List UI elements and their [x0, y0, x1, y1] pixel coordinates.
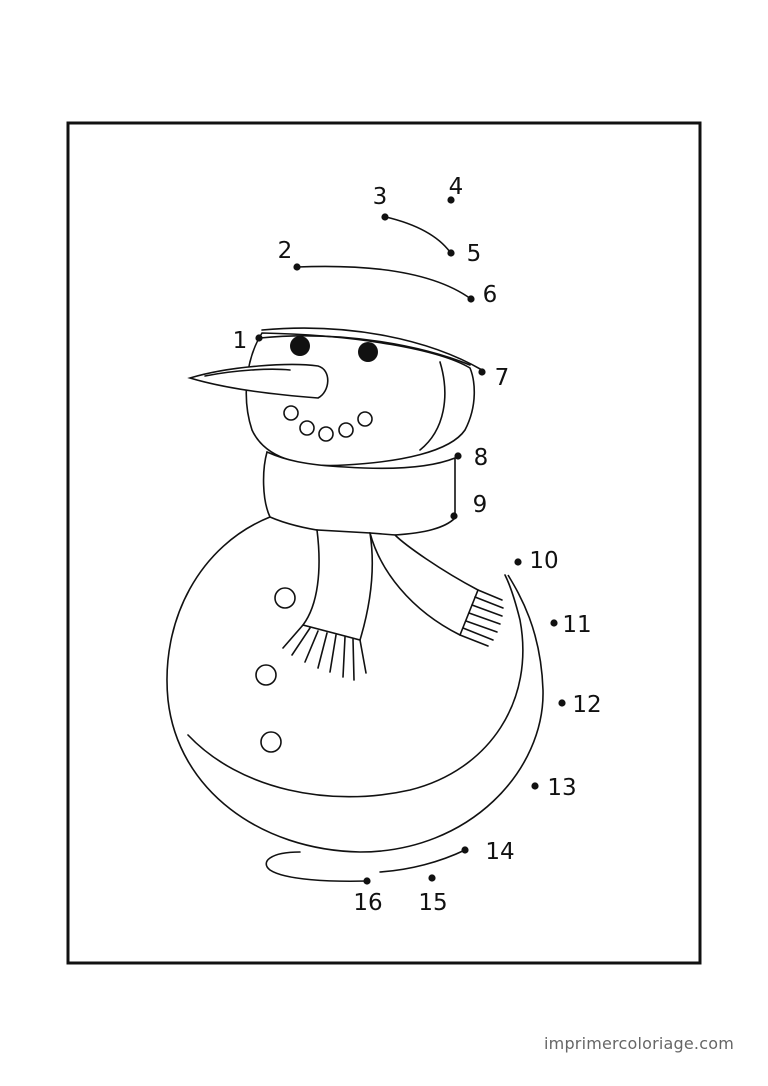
dot-marker: [454, 452, 462, 460]
dot-number-label: 1: [233, 328, 248, 354]
dot-number-label: 3: [373, 184, 388, 210]
hat-rim-line: [259, 335, 471, 366]
dot-5: 5: [447, 241, 481, 267]
dot-marker: [381, 213, 389, 221]
dot-number-label: 15: [418, 890, 447, 916]
base-curve: [379, 849, 466, 873]
dot-number-label: 2: [278, 238, 293, 264]
dot-12: 12: [558, 692, 602, 718]
dot-16: 16: [353, 877, 383, 916]
dot-number-label: 10: [529, 548, 558, 574]
scarf-wrap: [262, 450, 456, 537]
dot-number-label: 13: [547, 775, 576, 801]
dot-marker: [447, 249, 455, 257]
smile-bead-4: [338, 422, 354, 438]
dot-marker: [293, 263, 301, 271]
page-frame: [66, 121, 702, 965]
dot-marker: [514, 558, 522, 566]
dot-marker: [467, 295, 475, 303]
head-crescent: [419, 361, 446, 451]
dot-10: 10: [514, 548, 559, 574]
hat-top-line: [385, 216, 451, 253]
dot-number-label: 16: [353, 890, 382, 916]
smile-bead-2: [299, 420, 315, 436]
smile-bead-3: [318, 426, 334, 442]
body-button-top: [274, 587, 296, 609]
dot-marker: [558, 699, 566, 707]
site-watermark: imprimercoloriage.com: [544, 1034, 734, 1053]
dot-marker: [531, 782, 539, 790]
right-eye: [358, 342, 378, 362]
hat-brim-line: [296, 265, 472, 300]
dot-number-label: 11: [562, 612, 591, 638]
body-button-bottom: [260, 731, 282, 753]
dot-number-label: 7: [495, 365, 510, 391]
dot-number-label: 12: [572, 692, 601, 718]
hat-rim-line-2: [261, 327, 483, 371]
dot-number-label: 14: [485, 839, 514, 865]
dot-3: 3: [373, 184, 389, 221]
base-shadow: [265, 851, 369, 883]
smile-bead-5: [357, 411, 373, 427]
body-button-middle: [255, 664, 277, 686]
snowman-drawing: [166, 216, 544, 883]
dot-6: 6: [467, 282, 497, 308]
dot-15: 15: [418, 874, 448, 916]
dot-marker: [363, 877, 371, 885]
dot-number-label: 8: [474, 445, 489, 471]
dot-marker: [450, 512, 458, 520]
smile-bead-1: [283, 405, 299, 421]
left-eye: [290, 336, 310, 356]
dot-4: 4: [447, 174, 463, 204]
dot-14: 14: [461, 839, 515, 865]
dot-9: 9: [450, 492, 487, 520]
dot-2: 2: [278, 238, 301, 271]
dot-13: 13: [531, 775, 577, 801]
dot-number-label: 9: [473, 492, 488, 518]
dot-number-label: 5: [467, 241, 482, 267]
dot-8: 8: [454, 445, 488, 471]
scarf-fringe-left: [282, 624, 367, 681]
body-crescent: [187, 574, 524, 798]
dot-number-label: 6: [483, 282, 498, 308]
dot-11: 11: [550, 612, 592, 638]
dot-marker: [461, 846, 469, 854]
dot-7: 7: [478, 365, 509, 391]
nose-highlight: [204, 368, 291, 377]
dot-marker: [550, 619, 558, 627]
dot-marker: [478, 368, 486, 376]
dot-1: 1: [233, 328, 263, 354]
dot-marker: [428, 874, 436, 882]
scarf-fringe-right: [459, 589, 504, 647]
dot-marker: [255, 334, 263, 342]
dot-marker: [447, 196, 455, 204]
dot-number-label: 4: [449, 174, 464, 200]
